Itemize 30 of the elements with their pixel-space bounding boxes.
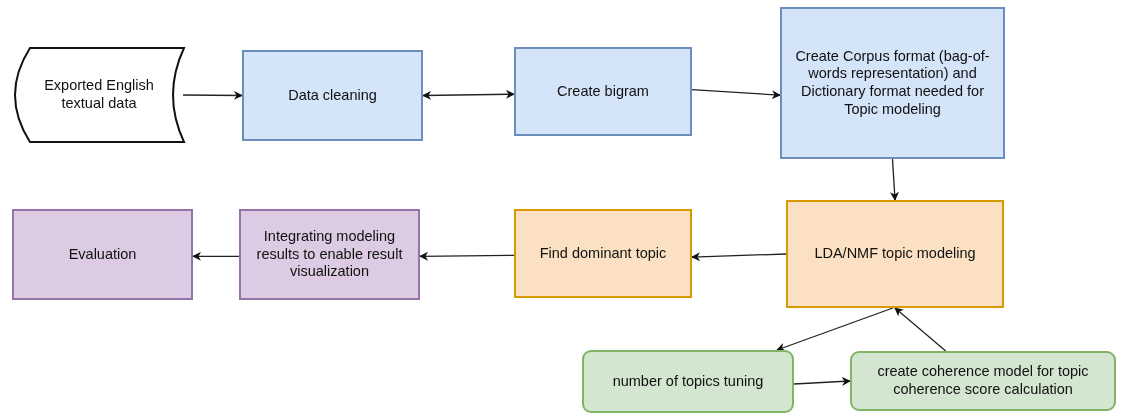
node-label: Evaluation <box>67 245 138 264</box>
arrow <box>890 158 899 201</box>
arrow <box>793 376 851 386</box>
arrow <box>691 89 781 100</box>
process-box <box>780 7 1005 159</box>
arrow <box>182 90 243 100</box>
node-label: number of topics tuning <box>611 372 765 391</box>
process-box <box>242 50 423 141</box>
node-label: Find dominant topic <box>538 244 668 263</box>
stored-data-shape <box>12 47 186 143</box>
arrow <box>422 89 515 100</box>
process-box <box>514 47 692 136</box>
process-box <box>12 209 193 300</box>
arrow <box>419 251 515 261</box>
arrow <box>776 307 894 352</box>
process-box <box>786 200 1004 308</box>
process-box <box>239 209 420 300</box>
node-label: Data cleaning <box>287 86 378 105</box>
arrow <box>691 252 787 262</box>
node-label: Create bigram <box>556 82 650 101</box>
node-label: Create Corpus format (bag-of-words representation) and Dictionary format needed for Topic modeling <box>794 47 991 119</box>
node-label: create coherence model for topic coherence score calculation <box>876 363 1090 399</box>
node-label: LDA/NMF topic modeling <box>813 245 977 263</box>
arrow <box>192 251 240 261</box>
rounded-process-box <box>582 350 794 413</box>
node-label: Exported English textual data <box>43 77 155 113</box>
rounded-process-box <box>850 351 1116 411</box>
process-box <box>514 209 692 298</box>
arrow <box>894 307 947 352</box>
node-label: Integrating modeling results to enable result visualization <box>255 227 404 282</box>
